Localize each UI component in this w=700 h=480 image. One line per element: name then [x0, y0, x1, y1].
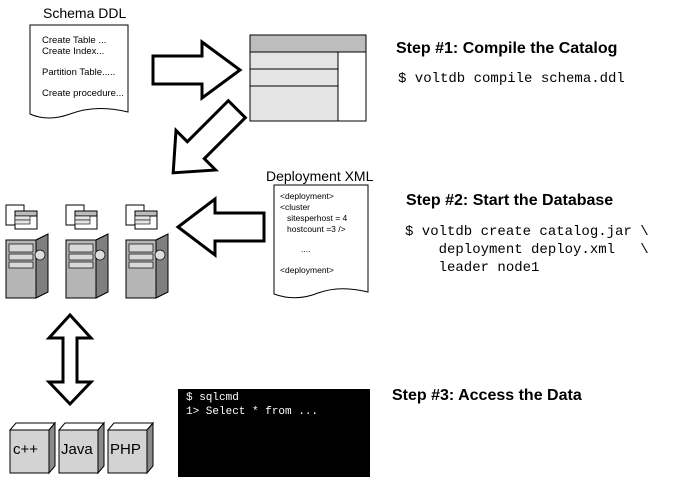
- client-cube-java: [57, 421, 106, 475]
- client-cube-cpp: [8, 421, 57, 475]
- deployment-line-5: ....: [301, 244, 311, 254]
- deployment-document-shape: [273, 184, 369, 299]
- schema-doc-title: Schema DDL: [43, 5, 127, 21]
- step-1-title: Step #1: Compile the Catalog: [396, 40, 618, 57]
- schema-document-shape: [29, 24, 129, 119]
- step-2-command-line-2: deployment deploy.xml \: [405, 242, 649, 258]
- step-3-title: Step #3: Access the Data: [392, 387, 582, 404]
- client-label-java: Java: [61, 441, 93, 458]
- catalog-grid-icon: [249, 34, 367, 122]
- step-2-title: Step #2: Start the Database: [406, 192, 614, 209]
- schema-line-3: Partition Table.....: [42, 67, 116, 78]
- sqlcmd-terminal: $ sqlcmd 1> Select * from ...: [178, 389, 370, 477]
- schema-line-4: Create procedure...: [42, 88, 124, 99]
- server-1-icon: [5, 204, 49, 299]
- server-3-icon: [125, 204, 169, 299]
- client-cube-php: [106, 421, 155, 475]
- deployment-line-6: <deployment>: [280, 265, 334, 275]
- step-2-command-line-3: leader node1: [405, 260, 540, 276]
- deployment-doc-title: Deployment XML: [266, 168, 374, 184]
- deployment-line-3: sitesperhost = 4: [287, 213, 348, 223]
- step-1-command: $ voltdb compile schema.ddl: [398, 71, 625, 87]
- deployment-line-1: <deployment>: [280, 191, 334, 201]
- terminal-line-1: $ sqlcmd: [186, 392, 239, 404]
- deployment-line-4: hostcount =3 />: [287, 224, 346, 234]
- double-arrow-servers-clients: [45, 312, 95, 407]
- schema-line-2: Create Index...: [42, 46, 105, 57]
- arrow-to-catalog: [151, 39, 243, 101]
- client-label-php: PHP: [110, 441, 141, 458]
- arrow-to-servers: [171, 98, 248, 175]
- client-label-cpp: c++: [13, 441, 39, 458]
- terminal-line-2: 1> Select * from ...: [186, 406, 319, 418]
- server-2-icon: [65, 204, 109, 299]
- step-2-command-line-1: $ voltdb create catalog.jar \: [405, 224, 649, 240]
- schema-line-1: Create Table ...: [42, 35, 107, 46]
- arrow-deployment-to-servers: [175, 195, 266, 259]
- deployment-line-2: <cluster: [280, 202, 310, 212]
